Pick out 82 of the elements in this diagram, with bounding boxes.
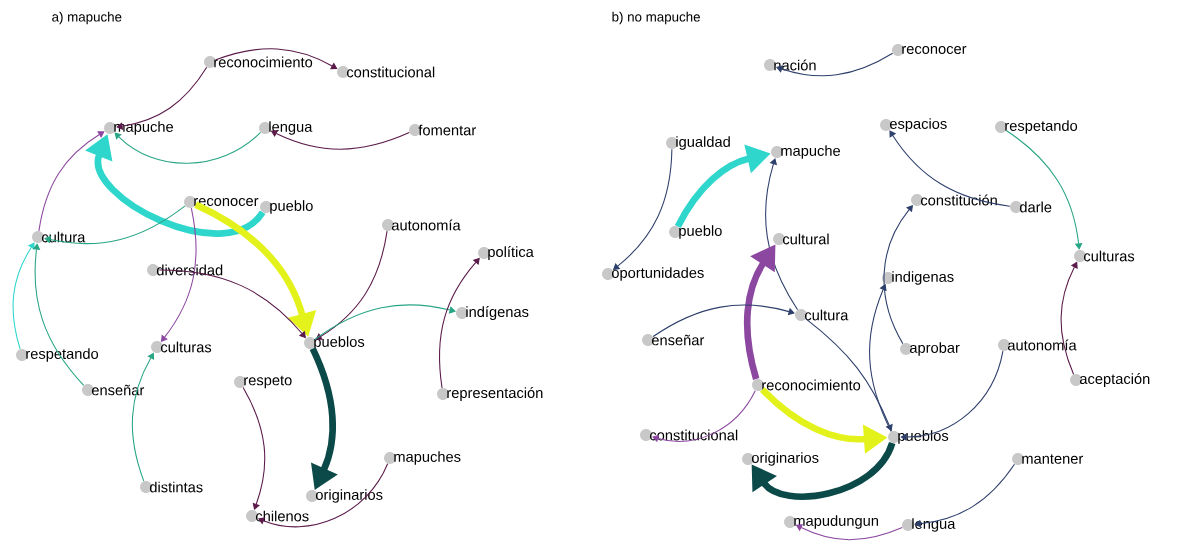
word-node: darle [1010, 201, 1052, 213]
word-node: pueblos [888, 430, 949, 444]
node-label: lengua [269, 121, 313, 135]
node-label: pueblos [898, 430, 949, 444]
arrow [889, 130, 1011, 207]
word-node: indigenas [882, 271, 954, 285]
word-node: representación [437, 387, 543, 401]
node-label: cultural [782, 233, 829, 245]
word-node: mantener [1012, 453, 1084, 465]
arrow [315, 230, 388, 340]
word-node: aceptación [1070, 373, 1150, 387]
word-node: reconocimiento [204, 56, 313, 68]
word-node: reconocer [184, 196, 259, 208]
word-node: pueblos [304, 336, 365, 350]
node-label: respeto [244, 375, 292, 389]
word-node: nación [764, 59, 816, 71]
word-node: cultural [773, 233, 829, 245]
arrow [652, 390, 756, 443]
arrow [131, 352, 155, 482]
node-label: pueblo [679, 225, 722, 239]
word-node: distintas [140, 481, 203, 493]
arrow [44, 205, 186, 245]
node-label: reconocer [902, 45, 967, 55]
node-label: política [488, 246, 534, 260]
arrow [776, 52, 894, 77]
node-label: nación [774, 59, 816, 71]
node-label: cultura [41, 231, 86, 243]
panel-title: a) mapuche [52, 11, 122, 25]
word-node: cultura [795, 309, 849, 321]
node-label: mapuche [114, 121, 174, 135]
node-label: reconocer [194, 197, 259, 207]
arrow [914, 463, 1016, 528]
word-node: cultura [32, 231, 86, 243]
word-node: lengua [259, 121, 313, 135]
word-node: espacios [880, 118, 947, 132]
word-node: mapuche [104, 121, 173, 135]
node-label: pueblos [314, 336, 365, 350]
word-node: indígenas [456, 306, 529, 320]
word-node: originarios [742, 452, 819, 466]
word-node: culturas [151, 341, 212, 353]
arrow [765, 158, 799, 311]
word-node: culturas [1074, 250, 1135, 262]
word-node: fomentar [409, 124, 476, 136]
node-label: pueblo [270, 200, 313, 214]
word-node: mapuche [771, 145, 840, 159]
word-node: diversidad [147, 264, 223, 276]
arrow [900, 350, 1004, 441]
word-node: respetando [16, 348, 99, 362]
word-node: mapudungun [784, 515, 878, 529]
arrow [652, 304, 795, 337]
arrow [751, 441, 896, 500]
word-node: constitucional [337, 66, 435, 78]
word-node: chilenos [246, 510, 309, 522]
word-node: respetando [995, 120, 1078, 134]
word-node: respeto [234, 375, 292, 389]
arrow [38, 131, 105, 232]
word-node: pueblo [260, 200, 313, 214]
word-node: política [478, 246, 534, 260]
arrow [114, 131, 262, 164]
word-node: pueblo [669, 225, 722, 239]
arrow [314, 304, 456, 340]
node-label: cultura [804, 309, 849, 321]
node-label: darle [1019, 201, 1052, 213]
arrow [12, 242, 35, 350]
word-node: igualdad [666, 136, 730, 150]
word-node: autonomía [382, 219, 461, 231]
word-node: aprobar [900, 342, 960, 356]
word-node: reconocimiento [752, 379, 861, 391]
word-node: oportunidades [602, 267, 704, 281]
word-node: enseñar [642, 334, 705, 346]
arrow [1005, 129, 1083, 250]
node-label: mantener [1022, 454, 1084, 464]
word-node: mapuches [384, 451, 461, 465]
node-label: mapuche [781, 145, 841, 159]
arrow [32, 243, 85, 386]
node-label: igualdad [676, 136, 730, 150]
arrow [116, 66, 208, 130]
word-node: reconocer [892, 44, 967, 56]
word-node: lengua [902, 518, 956, 532]
node-label: lengua [912, 518, 956, 532]
arrow [215, 48, 338, 70]
panel-title: b) no mapuche [612, 11, 700, 25]
